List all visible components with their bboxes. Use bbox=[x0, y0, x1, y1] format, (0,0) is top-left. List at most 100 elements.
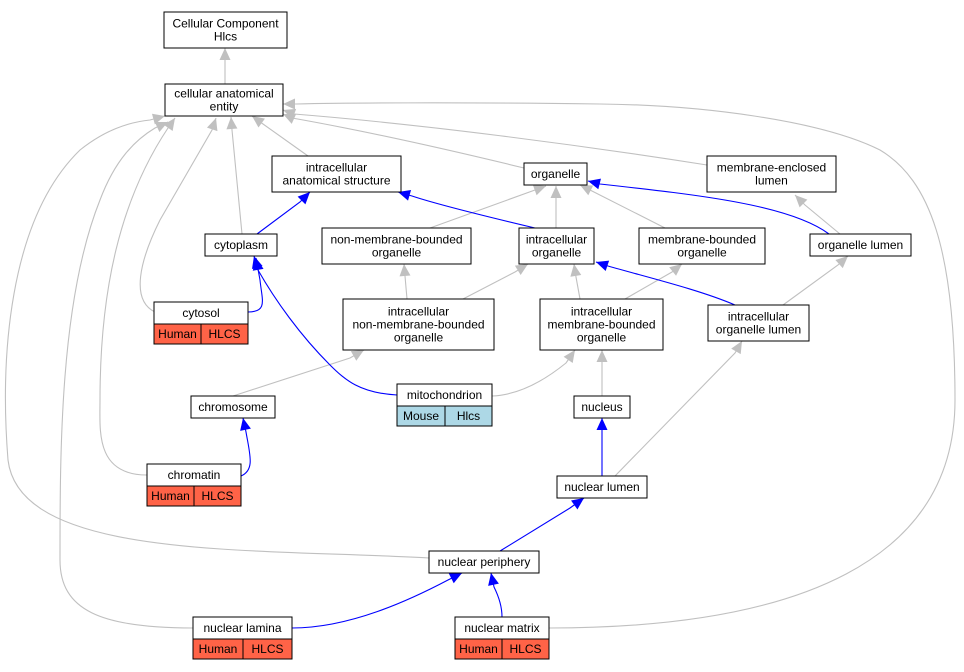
edge-cytoplasm-cae-arrowhead-icon bbox=[226, 117, 238, 130]
node-ol[interactable]: organelle lumen bbox=[809, 233, 912, 257]
node-chromosome[interactable]: chromosome bbox=[190, 395, 276, 419]
edge-nperiph-nlumen-line bbox=[499, 497, 585, 552]
node-nperiph-label-0: nuclear periphery bbox=[438, 555, 531, 569]
node-organelle-box bbox=[523, 162, 588, 186]
edge-mito-imbo-line bbox=[491, 349, 576, 397]
node-root-label-0: Cellular Component bbox=[172, 17, 279, 31]
edge-cytosol-cae bbox=[139, 117, 218, 313]
species-tag-nlamina: Human bbox=[199, 642, 238, 656]
edge-iol-io-line bbox=[595, 261, 736, 306]
edge-nlamina-nperiph bbox=[291, 572, 463, 629]
node-imbo-box bbox=[539, 298, 664, 351]
node-cae-label-1: entity bbox=[210, 100, 239, 114]
node-cytoplasm[interactable]: cytoplasm bbox=[204, 233, 278, 257]
edge-imbo-mbo bbox=[624, 263, 683, 300]
edge-nmatrix-nperiph bbox=[488, 572, 503, 618]
edge-nperiph-cae bbox=[4, 113, 430, 559]
edge-nlumen-iol-line bbox=[614, 340, 743, 477]
node-nmatrix-label-0: nuclear matrix bbox=[464, 621, 539, 635]
species-tag-chromatin: Human bbox=[151, 489, 190, 503]
edge-chromosome-inmbo bbox=[232, 349, 365, 397]
edge-mel-cae-line bbox=[282, 109, 708, 166]
species-tag-mito: Mouse bbox=[403, 409, 439, 423]
edge-ol-organelle bbox=[587, 178, 830, 235]
edge-nucleus-imbo bbox=[596, 350, 608, 396]
edge-io-organelle bbox=[550, 186, 562, 228]
edge-inmbo-nmbo-arrowhead-icon bbox=[399, 264, 411, 277]
edge-mbo-organelle-line bbox=[579, 184, 666, 229]
edge-nlamina-cae bbox=[59, 121, 194, 629]
node-nlumen[interactable]: nuclear lumen bbox=[556, 475, 648, 499]
edge-nlumen-iol-arrowhead-icon bbox=[731, 341, 742, 355]
edge-io-ias-arrowhead-icon bbox=[398, 190, 412, 201]
edge-mito-cytoplasm bbox=[252, 255, 398, 396]
node-chromatin-label-0: chromatin bbox=[168, 468, 221, 482]
node-cytosol-tag-1-box bbox=[200, 323, 249, 345]
edge-nucleus-imbo-arrowhead-icon bbox=[596, 350, 608, 362]
edge-inmbo-nmbo bbox=[399, 263, 411, 300]
edge-ol-organelle-line bbox=[587, 180, 830, 235]
edge-nmatrix-nperiph-arrowhead-icon bbox=[488, 573, 499, 586]
edge-ol-mel-arrowhead-icon bbox=[795, 195, 808, 208]
edge-ias-cae bbox=[251, 115, 309, 157]
edge-io-ias-line bbox=[397, 191, 536, 229]
node-nlamina-label-0: nuclear lamina bbox=[203, 621, 281, 635]
node-nlamina-tags: Human HLCS bbox=[192, 638, 293, 660]
node-nlumen-label-0: nuclear lumen bbox=[564, 480, 639, 494]
node-nmbo-box bbox=[321, 227, 472, 265]
edge-nlumen-iol bbox=[614, 340, 743, 477]
edge-iol-ol-arrowhead-icon bbox=[835, 256, 848, 269]
node-nucleus[interactable]: nucleus bbox=[573, 395, 631, 419]
edge-chromatin-cae bbox=[99, 117, 176, 476]
species-tag-nmatrix: Human bbox=[459, 642, 498, 656]
edge-cytoplasm-ias bbox=[256, 191, 311, 235]
edge-nlumen-nucleus bbox=[596, 418, 608, 476]
edge-io-ias bbox=[397, 190, 536, 229]
node-iol-label-1: organelle lumen bbox=[716, 323, 801, 337]
gene-tag-chromatin: HLCS bbox=[201, 489, 233, 503]
edge-ol-organelle-arrowhead-icon bbox=[588, 178, 601, 190]
edge-nlumen-nucleus-arrowhead-icon bbox=[596, 418, 608, 430]
node-nlumen-box bbox=[556, 475, 648, 499]
gene-tag-nlamina: HLCS bbox=[251, 642, 283, 656]
edge-nlamina-cae-line bbox=[59, 121, 194, 629]
node-cytoplasm-box bbox=[204, 233, 278, 257]
node-inmbo[interactable]: intracellularnon-membrane-boundedorganel… bbox=[342, 298, 495, 351]
node-mbo-label-1: organelle bbox=[677, 246, 727, 260]
node-organelle[interactable]: organelle bbox=[523, 162, 588, 186]
edge-nmbo-organelle-arrowhead-icon bbox=[532, 184, 546, 196]
node-nmatrix-tag-1-box bbox=[501, 638, 550, 660]
node-root-label-1: Hlcs bbox=[214, 30, 237, 44]
edge-nperiph-cae-arrowhead-icon bbox=[151, 113, 165, 125]
edge-nmbo-organelle bbox=[429, 184, 547, 229]
edge-nlamina-nperiph-line bbox=[291, 572, 463, 629]
node-nperiph[interactable]: nuclear periphery bbox=[428, 550, 540, 574]
edge-mito-imbo-arrowhead-icon bbox=[563, 350, 575, 363]
node-mbo-box bbox=[638, 227, 766, 265]
edge-chromosome-inmbo-arrowhead-icon bbox=[350, 350, 364, 361]
edge-cytoplasm-cae-line bbox=[230, 116, 243, 235]
node-imbo-label-2: organelle bbox=[577, 331, 627, 345]
edge-cytosol-cae-arrowhead-icon bbox=[206, 118, 218, 132]
edge-inmbo-io bbox=[462, 263, 529, 300]
node-iol-label-0: intracellular bbox=[728, 310, 789, 324]
node-organelle-label-0: organelle bbox=[531, 167, 581, 181]
node-iol-box bbox=[707, 304, 810, 342]
gene-tag-mito: Hlcs bbox=[457, 409, 480, 423]
node-mel-label-0: membrane-enclosed bbox=[717, 161, 826, 175]
